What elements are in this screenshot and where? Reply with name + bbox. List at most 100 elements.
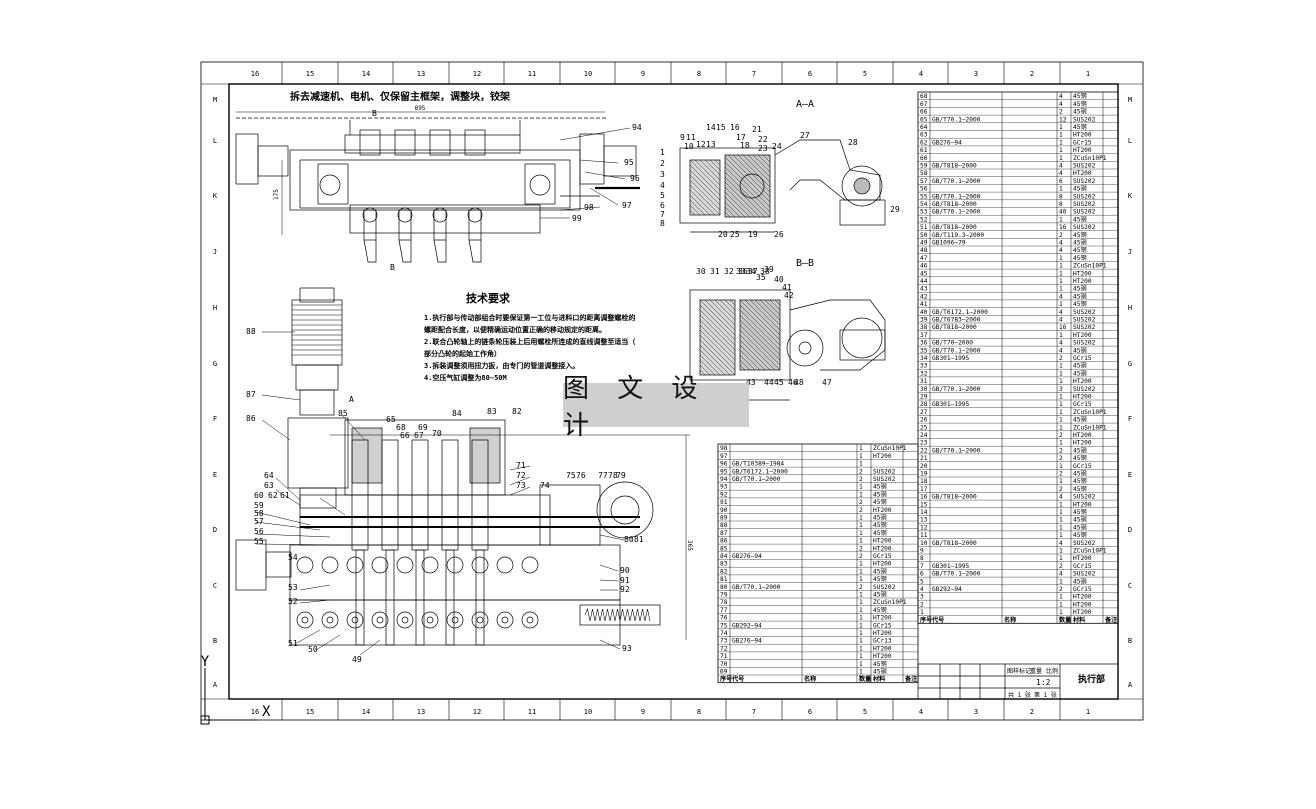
parts-mid-cell: 97 — [720, 453, 728, 460]
parts-mid-cell: 45钢 — [873, 591, 887, 599]
svg-text:74: 74 — [540, 481, 550, 490]
dim-top-height: 175 — [273, 189, 280, 200]
zone-col-bottom: 1 — [1086, 708, 1090, 716]
parts-right-cell: 49 — [920, 240, 928, 247]
svg-text:93: 93 — [622, 644, 632, 653]
parts-right-cell: 45钢 — [1073, 108, 1087, 116]
hatch-line — [739, 359, 751, 371]
hatch-line — [739, 304, 781, 346]
svg-text:18: 18 — [740, 141, 750, 150]
parts-right-cell: 39 — [920, 317, 928, 324]
parts-right-cell: 32 — [920, 370, 928, 377]
parts-right-cell: GB/T119.3—2000 — [932, 232, 984, 239]
parts-mid-cell: 94 — [720, 476, 728, 483]
parts-right-cell: 46 — [920, 263, 928, 270]
parts-right-cell: 2 — [1059, 471, 1063, 478]
parts-right-cell: 28 — [920, 401, 928, 408]
parts-mid-cell: 2 — [859, 499, 863, 506]
parts-mid-cell: 1 — [859, 630, 863, 637]
parts-mid-cell: 75 — [720, 622, 728, 629]
parts-right-cell: 63 — [920, 132, 928, 139]
hatch-line — [719, 299, 736, 316]
parts-right-cell: 1 — [1059, 463, 1063, 470]
parts-right-cell: 1 — [1059, 263, 1063, 270]
hatch-line — [724, 171, 771, 218]
top-column-bolt — [432, 207, 448, 223]
hatch-line — [769, 299, 781, 311]
parts-right-cell: 45钢 — [1073, 416, 1087, 424]
parts-mid-cell: HT200 — [873, 538, 892, 545]
hatch-line — [739, 344, 766, 371]
parts-right-cell: HT200 — [1073, 170, 1092, 177]
svg-text:12: 12 — [696, 140, 706, 149]
parts-mid-cell: HT200 — [873, 645, 892, 652]
parts-right-cell: GB/T6783—2000 — [932, 317, 981, 324]
svg-text:9: 9 — [680, 133, 685, 142]
parts-mid-cell: HT200 — [873, 630, 892, 637]
svg-text:部分凸轮的起始工作角）: 部分凸轮的起始工作角） — [424, 349, 501, 358]
zone-col-top: 14 — [362, 70, 370, 78]
zone-row-right: G — [1128, 360, 1132, 368]
title-label-scale: 比例 — [1046, 667, 1058, 675]
top-column-body — [398, 209, 412, 241]
parts-mid-cell: GB276—94 — [732, 553, 762, 560]
parts-mid-cell: 88 — [720, 522, 728, 529]
parts-mid-cell: 89 — [720, 515, 728, 522]
hatch-line — [699, 359, 716, 376]
parts-right-cell: GB/T818—2000 — [932, 540, 977, 547]
parts-right-cell: GCr15 — [1073, 355, 1092, 362]
parts-mid-cell: GB292—94 — [732, 622, 762, 629]
parts-right-cell: GB/T70.1—2000 — [932, 386, 981, 393]
parts-right-cell: 43 — [920, 286, 928, 293]
title-scale: 1:2 — [1036, 678, 1051, 687]
zone-col-bottom: 4 — [919, 708, 923, 716]
cam-circle — [296, 556, 314, 574]
hatch-line — [759, 299, 781, 321]
zone-col-bottom: 12 — [473, 708, 481, 716]
svg-text:10: 10 — [684, 142, 694, 151]
zone-col-top: 16 — [251, 70, 259, 78]
parts-right-cell: SUS202 — [1073, 340, 1096, 347]
hatch-line — [714, 299, 736, 321]
cam-circle — [496, 611, 514, 629]
parts-right-cell: GCr15 — [1073, 586, 1092, 593]
zone-column-labels: 1616151514141313121211111010998877665544… — [251, 62, 1090, 720]
svg-text:49: 49 — [352, 655, 362, 664]
parts-right-header: 序号 — [919, 616, 932, 624]
parts-right-cell: 1 — [1059, 270, 1063, 277]
top-side-boss — [319, 174, 341, 196]
svg-text:68: 68 — [396, 423, 406, 432]
zone-col-top: 10 — [584, 70, 592, 78]
parts-right-cell: 4 — [1059, 247, 1063, 254]
parts-mid-cell: 69 — [720, 669, 728, 676]
parts-mid-cell: 2 — [859, 468, 863, 475]
parts-mid-cell: 2 — [859, 553, 863, 560]
zone-row-right: L — [1128, 137, 1132, 145]
parts-right-cell: 11 — [920, 532, 928, 539]
svg-text:30: 30 — [696, 267, 706, 276]
parts-right-cell: 1 — [1059, 555, 1063, 562]
svg-text:77: 77 — [598, 471, 608, 480]
parts-right-cell: HT200 — [1073, 601, 1092, 608]
parts-right-cell: 42 — [920, 293, 928, 300]
top-column-head — [464, 129, 486, 156]
parts-right-cell: 16 — [920, 494, 928, 501]
parts-right-cell: 62 — [920, 139, 928, 146]
watermark-banner: 图 文 设 计 — [563, 374, 749, 441]
svg-text:88: 88 — [246, 327, 256, 336]
parts-right-cell: 61 — [920, 147, 928, 154]
tech-req-title: 技术要求 — [466, 291, 511, 305]
parts-right-cell: 1 — [1059, 524, 1063, 531]
zone-row-left: E — [213, 471, 217, 479]
parts-right-cell: 24 — [920, 432, 928, 439]
parts-right-cell: GB/T70.1—2000 — [932, 571, 981, 578]
parts-mid-cell: 2 — [859, 584, 863, 591]
parts-mid-cell: 82 — [720, 568, 728, 575]
parts-right-cell: 45钢 — [1073, 92, 1087, 100]
hatch-line — [699, 369, 706, 376]
parts-mid-cell: 1 — [859, 561, 863, 568]
parts-right-cell: 52 — [920, 216, 928, 223]
zone-row-left: G — [213, 360, 217, 368]
parts-right-cell: 45钢 — [1073, 292, 1087, 300]
